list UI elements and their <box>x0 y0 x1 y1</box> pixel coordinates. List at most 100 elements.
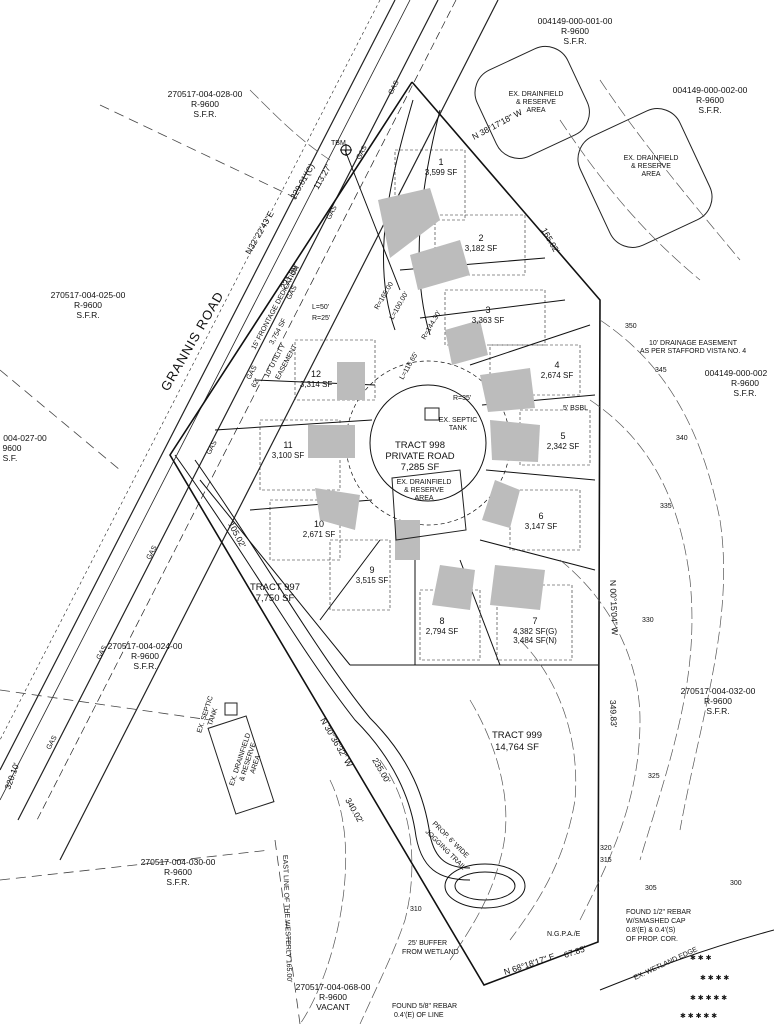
svg-text:✱ ✱ ✱ ✱: ✱ ✱ ✱ ✱ <box>700 974 729 982</box>
svg-text:R-9600: R-9600 <box>191 99 219 109</box>
lot-4: 42,674 SF <box>541 360 574 380</box>
svg-text:R-9600: R-9600 <box>131 651 159 661</box>
drainfield-label-1: EX. DRAINFIELD & RESERVE AREA <box>509 91 564 114</box>
distance-west: 340.02' <box>343 796 366 825</box>
contour-label: 325 <box>648 773 660 780</box>
svg-text:✱ ✱ ✱ ✱ ✱: ✱ ✱ ✱ ✱ ✱ <box>690 994 727 1002</box>
svg-text:S.F.R.: S.F.R. <box>166 877 189 887</box>
lot-lines <box>199 149 598 666</box>
svg-text:12: 12 <box>311 369 321 379</box>
svg-text:5: 5 <box>560 431 565 441</box>
curve-l116: L=116.65' <box>399 351 420 381</box>
bearing-west: N 30°36'32" W <box>318 716 354 769</box>
svg-text:2,794 SF: 2,794 SF <box>426 627 459 636</box>
svg-text:10: 10 <box>314 519 324 529</box>
road-lines <box>0 0 499 861</box>
svg-text:EX. SEPTIC: EX. SEPTIC <box>439 417 478 424</box>
svg-text:R-9600: R-9600 <box>319 992 347 1002</box>
svg-text:3: 3 <box>485 305 490 315</box>
contour-label: 350 <box>625 323 637 330</box>
distance-east: 349.83' <box>608 700 619 728</box>
lot-10: 102,671 SF <box>303 519 336 539</box>
svg-text:004149-000-001-00: 004149-000-001-00 <box>538 16 613 26</box>
rebar-note-2b: 0.4'(E) OF LINE <box>394 1012 444 1019</box>
rebar-note-1d: OF PROP. COR. <box>626 936 678 943</box>
svg-text:R-9600: R-9600 <box>74 300 102 310</box>
svg-text:7: 7 <box>532 616 537 626</box>
svg-text:S.F.R.: S.F.R. <box>133 661 156 671</box>
lot-12: 123,314 SF <box>300 369 333 389</box>
buffer-note-2: FROM WETLAND <box>402 949 459 956</box>
svg-text:2,671 SF: 2,671 SF <box>303 530 336 539</box>
svg-text:PRIVATE ROAD: PRIVATE ROAD <box>385 451 454 462</box>
adjacent-parcel-lines <box>0 104 301 1024</box>
svg-text:EX. DRAINFIELD: EX. DRAINFIELD <box>397 479 452 486</box>
tract-997-label: TRACT 997 7,750 SF <box>250 582 300 604</box>
utility-easement-prefix: 62' <box>251 378 261 389</box>
svg-text:R-9600: R-9600 <box>164 867 192 877</box>
ngpae-note: N.G.P.A./E <box>547 931 581 938</box>
building-footprints <box>308 188 545 610</box>
tbm-label: TBM <box>331 140 346 147</box>
svg-text:EX. DRAINFIELD: EX. DRAINFIELD <box>624 155 679 162</box>
east-line-note: EAST LINE OF THE WESTERLY 165.00' <box>281 855 292 983</box>
contour-label: 315 <box>600 857 612 864</box>
lot-11: 113,100 SF <box>272 440 305 460</box>
svg-text:3,182 SF: 3,182 SF <box>465 244 498 253</box>
lot-labels: 13,599 SF 23,182 SF 33,363 SF 42,674 SF … <box>272 157 580 645</box>
wetland-edge <box>599 929 774 991</box>
svg-text:TRACT 998: TRACT 998 <box>395 440 445 451</box>
svg-text:& RESERVE: & RESERVE <box>516 99 556 106</box>
svg-text:R-9600: R-9600 <box>731 378 759 388</box>
drainfield-label-3: EX. DRAINFIELD & RESERVE AREA <box>397 479 452 502</box>
rebar-note-1c: 0.8'(E) & 0.4'(S) <box>626 927 675 934</box>
drainage-easement-note: 10' DRAINAGE EASEMENT <box>649 340 738 347</box>
septic-label-2: EX. SEPTIC TANK <box>196 695 219 734</box>
lot-6: 63,147 SF <box>525 511 558 531</box>
svg-text:270517-004-032-00: 270517-004-032-00 <box>681 686 756 696</box>
bearing-east: N 00°15'04" W <box>608 580 620 636</box>
svg-text:✱ ✱ ✱: ✱ ✱ ✱ <box>690 954 712 962</box>
wetland-symbols: ✱ ✱ ✱ ✱ ✱ ✱ ✱ ✱ ✱ ✱ ✱ ✱ ✱ ✱ ✱ ✱ ✱ <box>680 954 729 1020</box>
contour-label: 320 <box>600 845 612 852</box>
svg-text:4,382 SF(G): 4,382 SF(G) <box>513 627 557 636</box>
svg-text:3,314 SF: 3,314 SF <box>300 380 333 389</box>
svg-text:8: 8 <box>439 616 444 626</box>
svg-text:9: 9 <box>369 565 374 575</box>
svg-text:004149-000-002-00: 004149-000-002-00 <box>673 85 748 95</box>
rebar-note-2: FOUND 5/8" REBAR <box>392 1003 457 1010</box>
svg-text:11: 11 <box>283 440 292 450</box>
contour-label: 310 <box>410 906 422 913</box>
curve-l100: L=100.00' <box>389 291 410 321</box>
svg-text:9600: 9600 <box>3 443 22 453</box>
bearing-south: N 68°18'17" E <box>503 951 557 977</box>
distance-north: 165.02' <box>539 226 562 255</box>
svg-text:R-9600: R-9600 <box>696 95 724 105</box>
curve-r35: R=35' <box>453 395 471 402</box>
svg-text:S.F.R.: S.F.R. <box>698 105 721 115</box>
svg-text:& RESERVE: & RESERVE <box>631 163 671 170</box>
svg-text:S.F.R.: S.F.R. <box>733 388 756 398</box>
tract-999-label: TRACT 999 14,764 SF <box>492 730 542 753</box>
distance-road-2: 320.10' <box>2 761 21 791</box>
svg-text:TRACT 997: TRACT 997 <box>250 582 300 593</box>
svg-text:7,285 SF: 7,285 SF <box>401 462 440 473</box>
svg-text:EX. DRAINFIELD: EX. DRAINFIELD <box>509 91 564 98</box>
contour-lines <box>249 79 741 1024</box>
distance-road-c: 229.01'(C) <box>288 162 316 201</box>
distance-south: 67.85' <box>563 943 588 960</box>
svg-text:14,764 SF: 14,764 SF <box>495 742 539 753</box>
wetland-note: EX. WETLAND EDGE <box>633 946 699 982</box>
drainfield-outlines <box>207 45 713 815</box>
site-boundary <box>169 81 601 986</box>
curve-r: R=25' <box>312 315 330 322</box>
contour-label: 330 <box>642 617 654 624</box>
contour-labels: 350 345 340 335 330 325 320 315 310 305 … <box>410 323 742 913</box>
svg-text:TANK: TANK <box>449 425 467 432</box>
svg-text:3,363 SF: 3,363 SF <box>472 316 505 325</box>
